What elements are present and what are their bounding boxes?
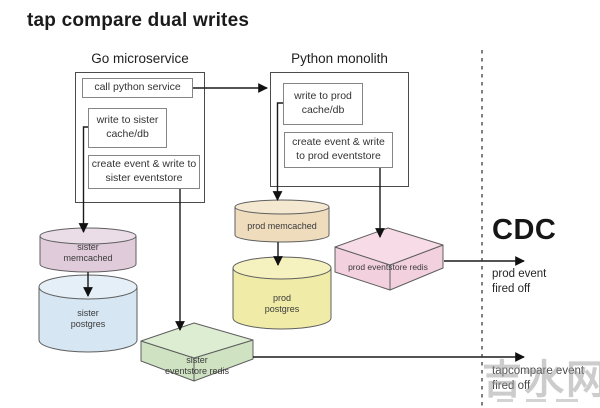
sister-memcached-cylinder (39, 227, 137, 273)
watermark-subtext (526, 399, 546, 402)
diagram-title: tap compare dual writes (27, 10, 250, 31)
prod-postgres-label: prod postgres (264, 293, 300, 315)
python-monolith-box (270, 72, 409, 187)
watermark-text: 吉水网 (482, 358, 600, 402)
step-create-event-prod: create event & write to prod eventstore (284, 132, 393, 168)
prod-memcached-label: prod memcached (247, 221, 317, 231)
arrow-write-to-sister-memcached (78, 126, 89, 233)
watermark-subtext (497, 399, 513, 402)
step-call-python-service: call python service (82, 78, 193, 98)
prod-eventstore-redis-box (334, 227, 444, 291)
prod-memcached-cylinder (234, 199, 330, 243)
python-monolith-heading: Python monolith (291, 51, 388, 66)
tapcompare-event-note: tapcompare event fired off (492, 365, 585, 393)
step-create-event-sister: create event & write to sister eventstor… (88, 155, 200, 189)
cdc-label: CDC (492, 214, 557, 246)
prod-event-note: prod event fired off (492, 268, 547, 296)
arrow-write-to-prod-memcached (272, 102, 283, 201)
prod-eventstore-redis-label: prod eventstore redis (348, 262, 428, 272)
sister-memcached-label: sister memcached (63, 242, 113, 264)
sister-eventstore-redis-label: sister eventstore redis (164, 355, 230, 377)
step-write-to-prod: write to prod cache/db (283, 83, 363, 125)
go-microservice-heading: Go microservice (91, 51, 189, 66)
step-write-to-sister: write to sister cache/db (88, 108, 167, 148)
sister-eventstore-redis-box (140, 322, 254, 382)
watermark-subtext (556, 399, 578, 402)
sister-postgres-label: sister postgres (70, 308, 106, 330)
go-microservice-box (75, 72, 205, 203)
